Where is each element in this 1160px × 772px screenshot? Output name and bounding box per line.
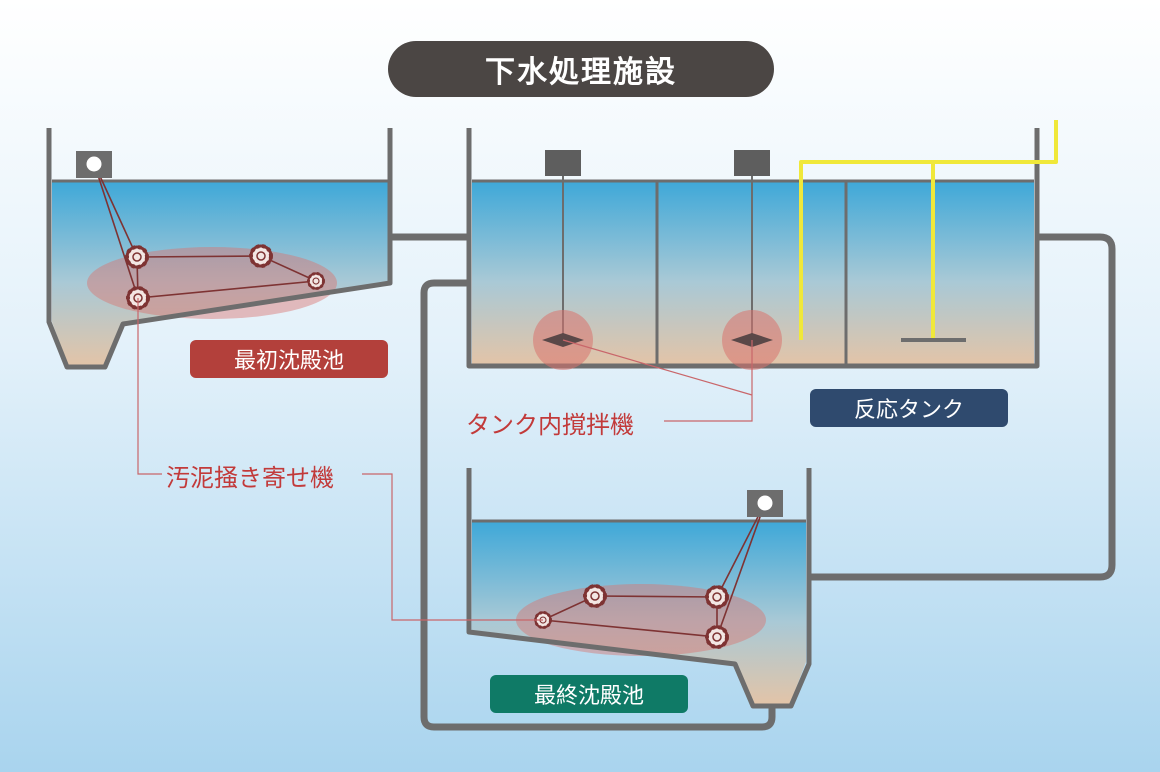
sprocket-icon [705,625,729,649]
primary-tank-label: 最初沈殿池 [190,340,388,378]
mixer-leader [562,339,753,396]
final-tank-wall [466,468,812,709]
primary-tank-water [52,181,388,365]
primary-sedimentation-tank [46,128,393,370]
callout-lines [137,298,753,621]
motor-block-icon [734,150,770,176]
collector-leader [137,298,162,475]
final-tank-water [472,521,806,704]
final-tank-sludge [516,584,766,656]
sprocket-icon [754,492,776,514]
pipe-return-sludge [420,279,776,731]
page-title: 下水処理施設 [388,41,774,97]
final-tank-label: 最終沈殿池 [490,675,688,713]
final-sedimentation-tank [466,468,812,709]
sprocket-icon [705,585,729,609]
pipes [392,233,1116,731]
motor-block-icon [545,150,581,176]
sprocket-icon [583,584,607,608]
sprocket-icon [83,153,105,175]
reaction-tank [466,120,1058,370]
sprocket-icon [307,272,325,290]
primary-collector-chain [93,162,320,299]
sprocket-icon [249,244,273,268]
final-collector-chain [539,502,766,638]
mixer-leader [664,340,753,422]
primary-tank-wall [46,128,393,370]
collector-leader [362,473,543,621]
sludge-collector-callout: 汚泥掻き寄せ機 [166,464,334,492]
pipe-reaction-to-final [808,233,1116,581]
tank-mixer-callout: タンク内撹拌機 [466,411,634,439]
air-pipe [799,120,1058,340]
sprocket-icon [125,245,149,269]
reaction-tank-label: 反応タンク [810,389,1008,427]
